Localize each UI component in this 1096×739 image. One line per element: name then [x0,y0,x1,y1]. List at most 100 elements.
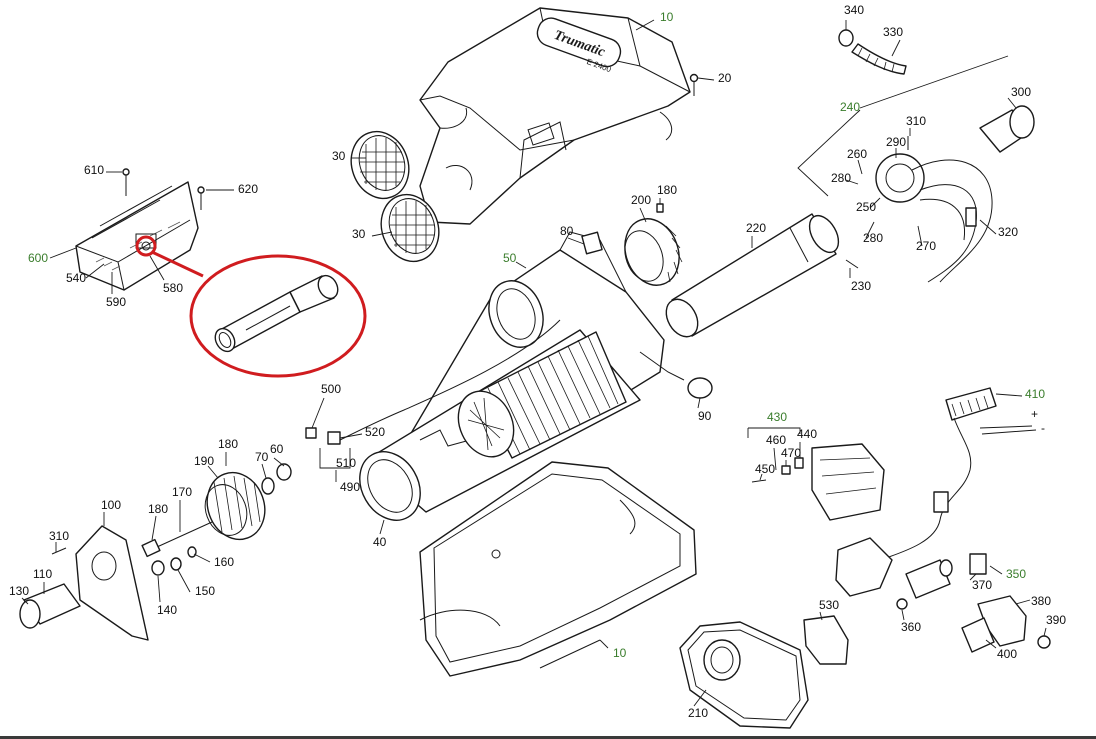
part-label-l260[interactable]: 260 [847,147,867,161]
part-label-l370[interactable]: 370 [972,578,992,592]
part-label-l380[interactable]: 380 [1031,594,1051,608]
part-label-l310a[interactable]: 310 [906,114,926,128]
screw-160[interactable] [187,546,197,558]
part-470[interactable] [781,465,791,475]
part-label-l10b[interactable]: 10 [613,646,627,660]
control-box-600[interactable] [75,181,199,291]
screw-620[interactable] [197,186,205,210]
screw-180-top[interactable] [656,203,664,213]
part-label-l390[interactable]: 390 [1046,613,1066,627]
part-label-l500[interactable]: 500 [321,382,341,396]
part-label-l100[interactable]: 100 [101,498,121,512]
washer-150[interactable] [170,557,182,571]
part-label-l360[interactable]: 360 [901,620,921,634]
motor-130[interactable] [19,583,81,629]
part-label-l20[interactable]: 20 [718,71,732,85]
part-label-l280a[interactable]: 280 [831,171,851,185]
part-label-l150[interactable]: 150 [195,584,215,598]
part-label-lplus[interactable]: + [1031,407,1038,421]
intake-hose-330[interactable] [851,43,907,75]
clamp-90[interactable] [687,377,713,399]
part-label-l530[interactable]: 530 [819,598,839,612]
part-label-l320[interactable]: 320 [998,225,1018,239]
part-label-l170[interactable]: 170 [172,485,192,499]
part-label-l580[interactable]: 580 [163,281,183,295]
cap-340[interactable] [838,29,854,47]
rear-plate-210[interactable] [679,621,809,729]
part-label-l230[interactable]: 230 [851,279,871,293]
fan-wheel-200[interactable] [616,211,688,293]
part-label-l460[interactable]: 460 [766,433,786,447]
part-label-l130[interactable]: 130 [9,584,29,598]
finned-heat-exchanger[interactable] [448,331,627,466]
part-label-l250[interactable]: 250 [856,200,876,214]
part-370[interactable] [969,553,987,575]
coil-400[interactable] [961,617,995,653]
part-label-l610[interactable]: 610 [84,163,104,177]
bracket-assembly[interactable] [835,537,893,597]
part-label-l50[interactable]: 50 [503,251,517,265]
part-label-l90[interactable]: 90 [698,409,712,423]
part-440[interactable] [794,457,804,469]
cover-530[interactable] [803,615,849,665]
part-label-l210[interactable]: 210 [688,706,708,720]
sensor-500[interactable] [305,427,317,439]
part-label-l400[interactable]: 400 [997,647,1017,661]
part-label-l490[interactable]: 490 [340,480,360,494]
part-label-l590[interactable]: 590 [106,295,126,309]
pin-230[interactable] [845,259,859,269]
housing-300[interactable] [979,105,1035,153]
part-label-l340[interactable]: 340 [844,3,864,17]
nut-60[interactable] [276,463,292,481]
part-label-l110[interactable]: 110 [33,567,52,581]
part-label-l510[interactable]: 510 [336,456,356,470]
screw-20[interactable] [689,73,699,97]
part-label-l30a[interactable]: 30 [332,149,346,163]
part-label-l410[interactable]: 410 [1025,387,1045,401]
intake-grille-lower[interactable] [372,186,448,269]
part-label-l270[interactable]: 270 [916,239,936,253]
part-label-l450[interactable]: 450 [755,462,775,476]
part-label-l310b[interactable]: 310 [49,529,69,543]
part-label-l40[interactable]: 40 [373,535,387,549]
part-label-l180b[interactable]: 180 [218,437,238,451]
part-label-l430[interactable]: 430 [767,410,787,424]
motor-bracket-100[interactable] [75,525,149,641]
part-label-l30b[interactable]: 30 [352,227,366,241]
part-label-l180a[interactable]: 180 [657,183,677,197]
ring-290[interactable] [875,153,925,203]
part-label-l350[interactable]: 350 [1006,567,1026,581]
part-label-l200[interactable]: 200 [631,193,651,207]
washer-360[interactable] [896,598,908,610]
solenoid-350[interactable] [905,559,953,599]
part-label-l280b[interactable]: 280 [863,231,883,245]
screw-610[interactable] [122,168,130,196]
wiring-320[interactable] [911,159,993,283]
fan-wheel-190[interactable] [198,464,274,547]
part-label-l440[interactable]: 440 [797,427,817,441]
part-label-l240[interactable]: 240 [840,100,860,114]
coupling-180[interactable] [141,538,161,558]
washer-70[interactable] [261,477,275,495]
controller-board[interactable] [811,443,885,521]
harness-410[interactable] [879,387,1037,561]
part-label-l70[interactable]: 70 [255,450,269,464]
part-label-l140[interactable]: 140 [157,603,177,617]
part-label-l520[interactable]: 520 [365,425,385,439]
part-label-l470[interactable]: 470 [781,446,801,460]
intake-grille-upper[interactable] [342,123,418,206]
bushing-140[interactable] [151,560,165,576]
screw-450[interactable] [751,479,767,483]
part-label-l160[interactable]: 160 [214,555,234,569]
part-label-l300[interactable]: 300 [1011,85,1031,99]
upper-housing-cover[interactable]: Trumatic E 2400 [419,7,691,225]
glass-fuse-icon[interactable] [211,272,341,355]
screw-310-lower[interactable] [51,547,67,555]
part-label-l600[interactable]: 600 [28,251,48,265]
sensor-520[interactable] [327,319,561,445]
lower-housing-shell[interactable] [419,461,697,677]
part-label-l60[interactable]: 60 [270,442,284,456]
part-80[interactable] [581,231,603,255]
part-label-l540[interactable]: 540 [66,271,86,285]
exhaust-pipe-220[interactable] [660,211,845,343]
